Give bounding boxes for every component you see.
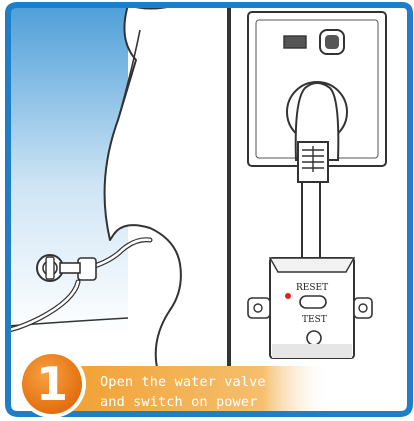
power-cable	[302, 182, 320, 260]
test-button	[307, 331, 321, 345]
test-label: TEST	[302, 315, 327, 325]
caption-line-1: Open the water valve	[100, 372, 332, 392]
step-number: 1	[22, 354, 82, 414]
step-caption: Open the water valve and switch on power	[100, 372, 332, 412]
caption-line-2: and switch on power	[100, 392, 332, 412]
reset-button	[300, 296, 326, 308]
reset-label: RESET	[296, 283, 328, 293]
indicator-light	[285, 293, 291, 299]
